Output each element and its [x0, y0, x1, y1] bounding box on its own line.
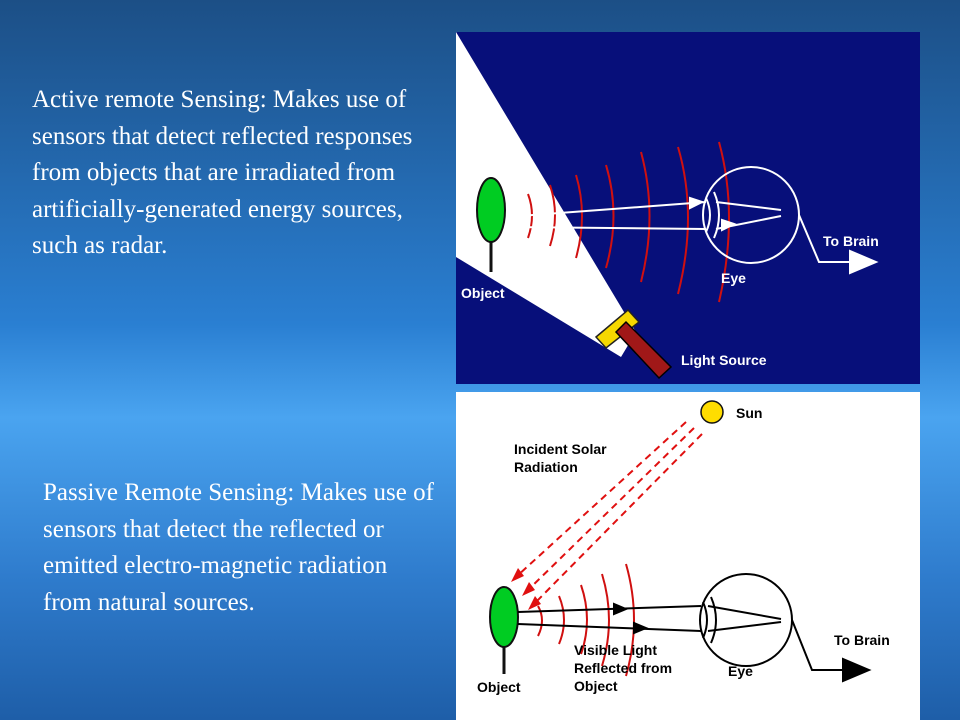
eye-label: Eye [721, 270, 746, 286]
eye-label: Eye [728, 663, 753, 679]
to-brain-arrow [791, 619, 872, 683]
to-brain-label: To Brain [834, 632, 890, 648]
object-icon [476, 177, 506, 272]
eye-icon [699, 573, 793, 667]
object-label: Object [461, 285, 505, 301]
light-source-label: Light Source [681, 352, 767, 368]
light-beam [456, 32, 636, 357]
to-brain-label: To Brain [823, 233, 879, 249]
active-sensing-diagram: Object Eye To Brain Light Source [456, 32, 920, 384]
sun-icon [700, 400, 724, 424]
reflected-label-3: Object [574, 678, 618, 694]
light-rays [505, 196, 782, 232]
object-label: Object [477, 679, 521, 695]
incident-radiation-arrows [515, 421, 703, 605]
reflected-label-2: Reflected from [574, 660, 672, 676]
reflected-label-1: Visible Light [574, 642, 657, 658]
passive-sensing-description: Passive Remote Sensing: Makes use of sen… [43, 479, 434, 616]
passive-sensing-diagram: Sun Incident Solar Radiation [456, 392, 920, 720]
reflected-waves [527, 141, 730, 303]
sun-label: Sun [736, 405, 762, 421]
object-icon [489, 586, 519, 674]
active-sensing-description: Active remote Sensing: Makes use of sens… [32, 86, 413, 259]
light-rays [517, 602, 782, 635]
incident-label-2: Radiation [514, 459, 578, 475]
eye-icon [702, 166, 800, 264]
to-brain-arrow [798, 214, 879, 275]
reflected-waves [537, 563, 635, 677]
incident-label-1: Incident Solar [514, 441, 607, 457]
incident-arrowheads [511, 568, 541, 610]
flashlight-icon [594, 308, 673, 380]
